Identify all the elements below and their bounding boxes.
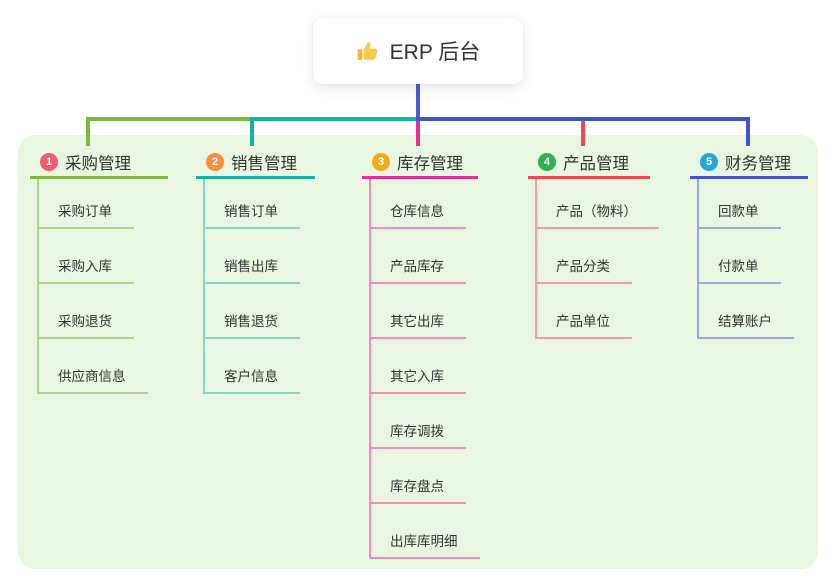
- branch-product-children: 产品（物料） 产品分类 产品单位: [535, 179, 659, 339]
- connector-drop-finance: [746, 117, 750, 146]
- branch-label-product: 产品管理: [563, 155, 629, 173]
- branch-label-inventory: 库存管理: [397, 155, 463, 173]
- connector-bus-teal: [252, 117, 418, 121]
- child-node[interactable]: 销售订单: [203, 179, 300, 229]
- branch-sales: 2 销售管理 销售订单 销售出库 销售退货 客户信息: [196, 148, 315, 394]
- branch-label-sales: 销售管理: [231, 155, 297, 173]
- branch-node-inventory[interactable]: 3 库存管理: [362, 148, 478, 179]
- child-node[interactable]: 采购入库: [37, 229, 134, 284]
- child-node[interactable]: 供应商信息: [37, 339, 148, 394]
- branch-product: 4 产品管理 产品（物料） 产品分类 产品单位: [528, 148, 659, 339]
- branch-node-finance[interactable]: 5 财务管理: [690, 148, 808, 179]
- badge-1: 1: [40, 153, 58, 171]
- connector-drop-purchase: [86, 117, 90, 146]
- child-node[interactable]: 回款单: [697, 179, 781, 229]
- child-node[interactable]: 销售出库: [203, 229, 300, 284]
- badge-2: 2: [206, 153, 224, 171]
- child-node[interactable]: 仓库信息: [369, 179, 466, 229]
- branch-inventory: 3 库存管理 仓库信息 产品库存 其它出库 其它入库 库存调拨 库存盘点 出库库…: [362, 148, 480, 559]
- child-node[interactable]: 采购订单: [37, 179, 134, 229]
- child-node[interactable]: 结算账户: [697, 284, 794, 339]
- mindmap-panel: [18, 135, 818, 569]
- child-node[interactable]: 产品（物料）: [535, 179, 659, 229]
- badge-3: 3: [372, 153, 390, 171]
- child-node[interactable]: 客户信息: [203, 339, 300, 394]
- child-node[interactable]: 付款单: [697, 229, 781, 284]
- branch-node-product[interactable]: 4 产品管理: [528, 148, 650, 179]
- thumbs-up-icon: [356, 39, 380, 63]
- child-node[interactable]: 库存调拨: [369, 394, 466, 449]
- branch-node-sales[interactable]: 2 销售管理: [196, 148, 315, 179]
- root-node[interactable]: ERP 后台: [313, 18, 523, 84]
- child-node[interactable]: 库存盘点: [369, 449, 466, 504]
- branch-finance-children: 回款单 付款单 结算账户: [697, 179, 794, 339]
- child-node[interactable]: 出库库明细: [369, 504, 480, 559]
- connector-drop-inventory: [416, 121, 420, 146]
- connector-bus-green: [86, 117, 254, 121]
- child-node[interactable]: 其它出库: [369, 284, 466, 339]
- branch-finance: 5 财务管理 回款单 付款单 结算账户: [690, 148, 808, 339]
- child-node[interactable]: 其它入库: [369, 339, 466, 394]
- branch-purchase: 1 采购管理 采购订单 采购入库 采购退货 供应商信息: [30, 148, 168, 394]
- branch-label-purchase: 采购管理: [65, 155, 131, 173]
- root-title: ERP 后台: [389, 41, 481, 64]
- badge-4: 4: [538, 153, 556, 171]
- badge-5: 5: [700, 153, 718, 171]
- branch-inventory-children: 仓库信息 产品库存 其它出库 其它入库 库存调拨 库存盘点 出库库明细: [369, 179, 480, 559]
- branch-purchase-children: 采购订单 采购入库 采购退货 供应商信息: [37, 179, 148, 394]
- child-node[interactable]: 销售退货: [203, 284, 300, 339]
- child-node[interactable]: 产品库存: [369, 229, 466, 284]
- child-node[interactable]: 产品单位: [535, 284, 632, 339]
- connector-root: [416, 84, 420, 118]
- child-node[interactable]: 采购退货: [37, 284, 134, 339]
- branch-label-finance: 财务管理: [725, 155, 791, 173]
- connector-drop-product: [581, 121, 585, 146]
- connector-bus-blue: [416, 117, 750, 121]
- branch-node-purchase[interactable]: 1 采购管理: [30, 148, 168, 179]
- child-node[interactable]: 产品分类: [535, 229, 632, 284]
- connector-drop-sales: [250, 117, 254, 146]
- branch-sales-children: 销售订单 销售出库 销售退货 客户信息: [203, 179, 300, 394]
